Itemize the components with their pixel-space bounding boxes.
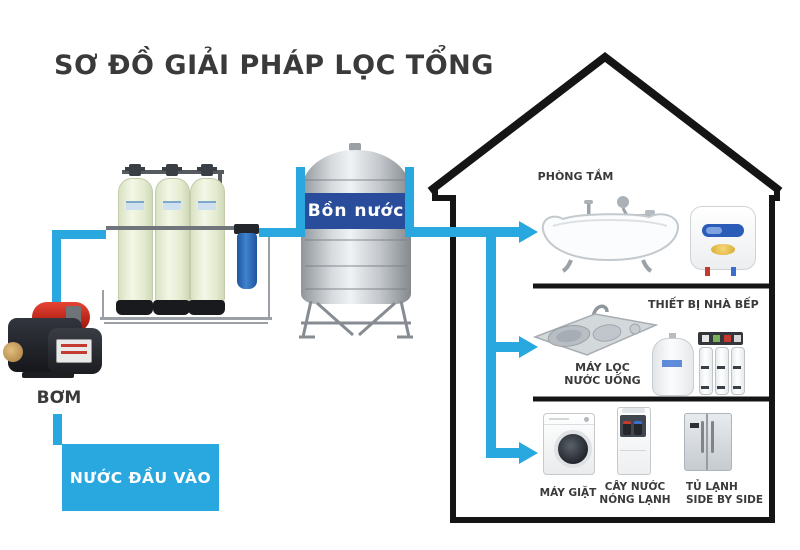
- pipe-branch-kitchen: [486, 342, 520, 352]
- water-dispenser-icon: [617, 407, 651, 475]
- kitchen-equipment-label: THIẾT BỊ NHÀ BẾP: [648, 298, 759, 311]
- dispenser-label: CÂY NƯỚC NÓNG LẠNH: [599, 481, 671, 506]
- drinking-filter-label: MÁY LỌC NƯỚC UỐNG: [564, 361, 641, 387]
- ro-purifier-icon: [650, 326, 745, 396]
- storage-tank-icon: Bồn nước: [297, 143, 415, 340]
- bathtub-icon: [541, 196, 679, 273]
- pipe-tank-to-house: [405, 227, 520, 237]
- pump-icon: [3, 302, 110, 390]
- storage-tank-label: Bồn nước: [307, 201, 405, 221]
- input-water-label: NƯỚC ĐẦU VÀO: [69, 468, 212, 487]
- washing-machine-icon: [543, 413, 595, 475]
- arrow-bathroom-icon: [519, 221, 538, 243]
- arrow-utility-icon: [519, 442, 538, 464]
- bathroom-label: PHÒNG TẮM: [537, 170, 614, 183]
- pipe-pump-riser: [52, 230, 61, 302]
- pipe-filters-to-tank: [259, 228, 305, 237]
- pipe-tank-inlet-riser: [296, 167, 305, 237]
- input-water-box: NƯỚC ĐẦU VÀO: [62, 444, 219, 511]
- page-title: SƠ ĐỒ GIẢI PHÁP LỌC TỔNG: [54, 50, 494, 81]
- pipe-branch-utility: [486, 448, 520, 458]
- arrow-kitchen-icon: [519, 336, 538, 358]
- fridge-side-by-side-icon: [684, 413, 732, 471]
- washer-label: MÁY GIẶT: [539, 487, 597, 499]
- pipe-pump-to-filters: [52, 230, 106, 239]
- tank-stand-icon: [299, 301, 413, 339]
- pipe-input-to-pump: [53, 414, 62, 445]
- pipe-tank-outlet-riser: [405, 167, 414, 237]
- kitchen-sink-icon: [533, 304, 658, 356]
- pump-label: BƠM: [36, 388, 82, 408]
- filter-column-icons: [100, 160, 275, 330]
- fridge-label: TỦ LẠNH SIDE BY SIDE: [686, 481, 764, 506]
- water-heater-icon: [690, 206, 756, 276]
